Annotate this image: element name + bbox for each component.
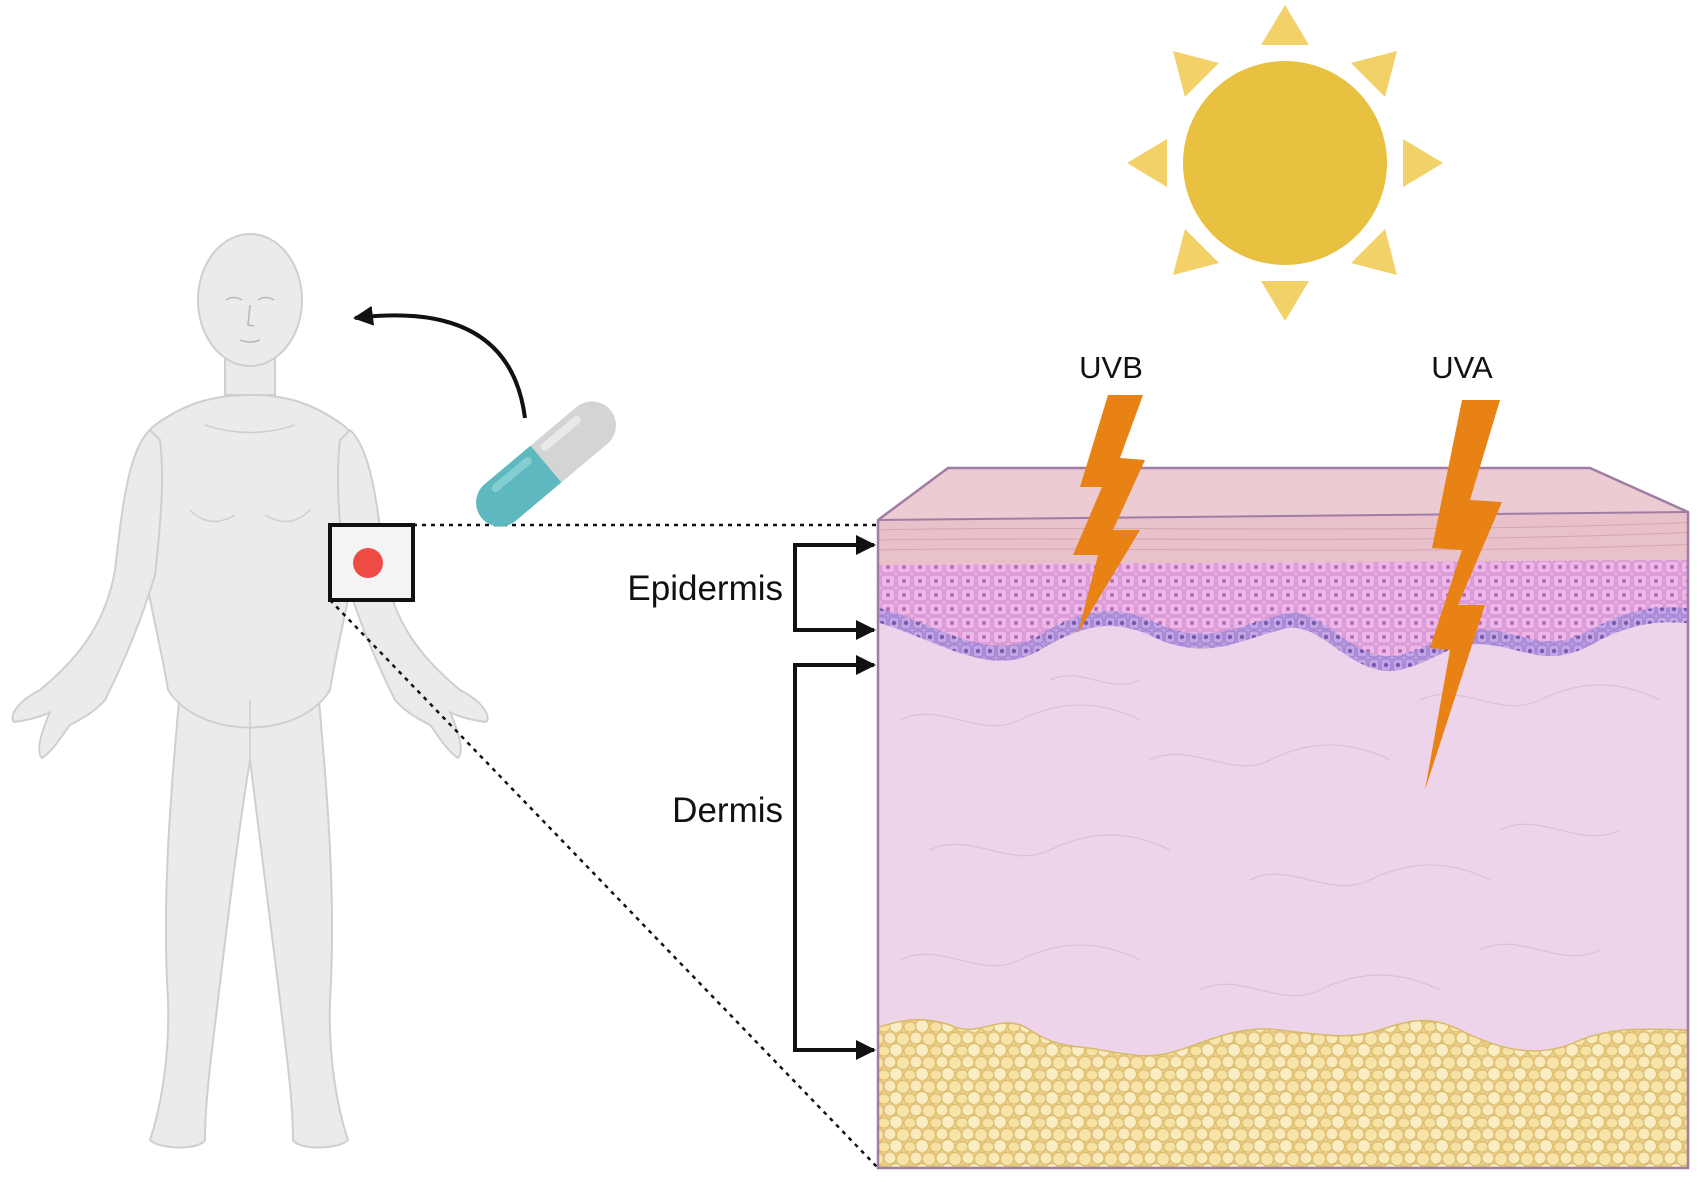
epidermis-bracket	[793, 535, 876, 640]
epidermis-cells	[878, 560, 1688, 657]
uva-label: UVA	[1431, 350, 1493, 385]
stratum-corneum	[878, 512, 1688, 570]
curved-arrow	[353, 305, 527, 419]
fat-layer	[878, 1018, 1688, 1168]
zoom-frame	[328, 523, 415, 602]
sun-icon	[1127, 5, 1443, 321]
uvb-lightning-bolt-icon	[1073, 395, 1145, 633]
sun-rays	[1127, 5, 1443, 321]
dermis-fibers	[899, 645, 1661, 997]
lesion-spot	[353, 548, 383, 578]
dermis-bracket	[793, 655, 876, 1060]
uvb-label: UVB	[1079, 350, 1143, 385]
body-contours	[189, 424, 311, 760]
face-details	[225, 296, 275, 343]
skin-cross-section	[878, 468, 1688, 1168]
epidermis-label: Epidermis	[627, 569, 783, 608]
sun-disc	[1183, 61, 1387, 265]
zoom-lines	[329, 523, 879, 1169]
capsule-icon	[476, 401, 616, 527]
uva-lightning-bolt-icon	[1425, 400, 1502, 790]
dermis-label: Dermis	[672, 791, 783, 830]
human-body-icon	[11, 233, 489, 1149]
